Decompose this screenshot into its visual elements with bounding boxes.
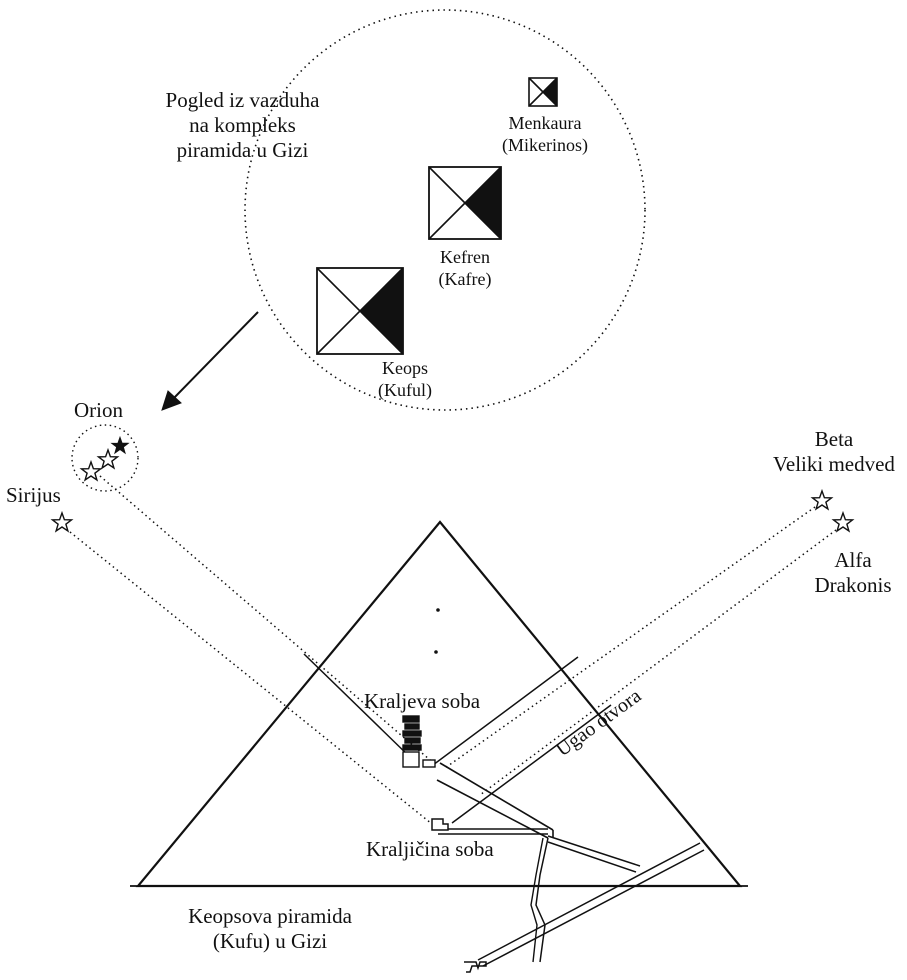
alfa-line2: Drakonis [814,573,892,597]
kings-chamber-label: Kraljeva soba [364,689,481,713]
alfa-line1: Alfa [834,548,872,572]
alfa-label: Alfa Drakonis [800,548,906,598]
kefren-alt: (Kafre) [438,269,492,289]
angle-label: Ugao otvora [552,685,645,761]
arrow-to-orion [161,311,259,411]
orion-belt-stars-icon [79,435,130,482]
keops-alt: (Kuful) [378,380,432,400]
beta-label: Beta Veliki medved [770,427,898,477]
menkaura-name: Menkaura [508,113,582,133]
keops-plan-icon [316,267,404,355]
well-shaft-2 [530,837,544,963]
alfa-sight-line [479,529,837,796]
title-line1: Keopsova piramida [188,904,352,928]
keops-label: Keops (Kuful) [360,357,450,401]
keops-name: Keops [382,358,428,378]
sirius-star-icon [50,510,74,533]
orion-circle [71,424,139,492]
kings-north-shaft [303,653,414,761]
aerial-caption-line3: piramida u Gizi [176,138,309,162]
kefren-name: Kefren [440,247,490,267]
queens-chamber-icon [431,818,449,831]
beta-line2: Veliki medved [773,452,895,476]
orion-sight-line [99,475,431,761]
beta-sight-line [444,506,816,769]
dot-mark [436,608,440,612]
menkaura-alt: (Mikerinos) [502,135,588,155]
aerial-view-circle [244,9,646,411]
sirius-sight-line [69,531,433,825]
kings-south-shaft [432,656,579,766]
kefren-plan-icon [428,166,502,240]
subterranean-chamber-icon [464,961,487,973]
sirius-label: Sirijus [6,483,61,507]
menkaura-plan-icon [528,77,558,107]
aerial-caption: Pogled iz vazduha na kompleks piramida u… [140,88,345,163]
grand-gallery [436,762,554,839]
orion-label: Orion [74,398,123,422]
beta-line1: Beta [814,427,854,451]
well-shaft [535,837,549,963]
queens-chamber-label: Kraljičina soba [366,837,494,861]
menkaura-label: Menkaura (Mikerinos) [480,112,610,156]
kefren-label: Kefren (Kafre) [410,246,520,290]
main-passages [438,828,705,967]
queens-shaft [451,704,612,824]
aerial-caption-line2: na kompleks [189,113,296,137]
alfa-star-icon [831,510,855,533]
dot-mark [434,650,438,654]
kings-chamber-icon [402,715,436,768]
title-line2: (Kufu) u Gizi [212,929,328,953]
beta-star-icon [810,488,834,511]
pyramid-title: Keopsova piramida (Kufu) u Gizi [160,904,380,954]
aerial-caption-line1: Pogled iz vazduha [165,88,320,112]
